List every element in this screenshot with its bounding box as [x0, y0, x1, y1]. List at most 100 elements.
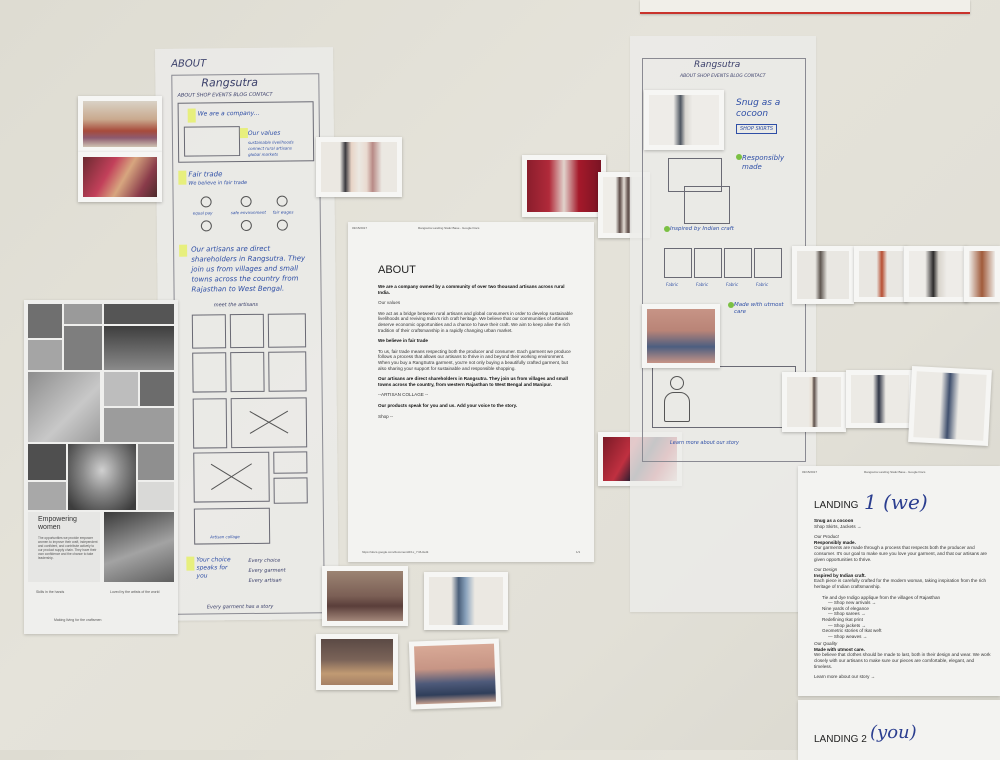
bw-photo: [28, 340, 62, 370]
landing-bullet-link[interactable]: — Shop weaves →: [828, 633, 868, 639]
icon-circle-4: [200, 220, 212, 232]
about-believe-note: We believe in fair trade: [188, 179, 248, 187]
collage-cell: [230, 351, 265, 393]
about-sketch-brand: Rangsutra: [201, 75, 259, 90]
about-fair-body: To us, fair trade means respecting both …: [378, 348, 571, 371]
landing-responsibly-note: Responsibly made: [742, 154, 785, 171]
collage-cell: [192, 398, 228, 449]
empowering-text-block: Empowering women The opportunities we pr…: [28, 512, 100, 582]
about-print-page: 1/1: [576, 550, 581, 554]
landing-responsibly: Responsibly made.: [814, 539, 856, 545]
about-values-head: Our values: [378, 300, 401, 306]
landing-line1: Snug as a cocoon: [814, 518, 854, 523]
about-fair-trade-note: Fair trade: [188, 170, 223, 179]
empowering-caption: Making living for the craftsmen: [54, 618, 102, 622]
photo-model-backpack: [644, 90, 724, 150]
landing-care-note: Made with utmost care: [734, 302, 784, 315]
bw-photo: [138, 444, 174, 480]
bw-photo-craft: [104, 512, 174, 582]
photo-blue-outfit: [424, 572, 508, 630]
landing-line2[interactable]: Shop Skirts, Jackets →: [814, 523, 862, 529]
icon-circle-5: [240, 219, 252, 232]
landing-bullet: Tie and dye Indigo applique from the vil…: [822, 594, 941, 600]
landing-sketch-nav: ABOUT SHOP EVENTS BLOG CONTACT: [680, 74, 766, 79]
fabric-box: [724, 248, 752, 278]
printout-about: 03/15/2017 Rangsutra Landing Static Base…: [348, 222, 594, 562]
photo-strip-4: [964, 246, 1000, 302]
photo-strip-7: [908, 365, 992, 447]
landing-quality-head: Our Quality: [814, 641, 838, 647]
landing-inspired-note: Inspired by Indian craft: [670, 226, 734, 232]
landing-img-box: [668, 158, 722, 192]
fabric-label: Fabric: [726, 282, 739, 287]
printout-landing-2: LANDING 2 (you): [798, 700, 1000, 760]
photo-seated-model: [642, 304, 720, 368]
landing2-handwritten: (you): [870, 722, 917, 743]
bw-photo-portrait: [68, 444, 136, 510]
photo-strip-1: [792, 246, 854, 304]
landing-bullet-link[interactable]: — Shop new arrivals →: [828, 600, 877, 606]
landing-sketch-brand: Rangsutra: [694, 60, 741, 70]
bw-photo: [28, 444, 66, 480]
icon-label: equal pay: [192, 210, 213, 216]
photo-strip-6: [846, 370, 914, 428]
about-print-url: https://docs.google.com/document/d/1x_Yr…: [362, 550, 429, 554]
landing-shop-button[interactable]: SHOP SKIRTS: [736, 124, 778, 134]
fabric-box: [694, 248, 722, 278]
about-placeholder-box: [183, 126, 241, 157]
landing-resp-body: Our garments are made through a process …: [814, 545, 987, 562]
landing-bullet: Redefining Ikat print: [822, 616, 863, 622]
empowering-quote-left: Skills in the hands: [36, 590, 65, 594]
photo-two-models: [316, 137, 402, 197]
about-we-are-note: We are a company...: [197, 109, 260, 118]
photo-women-artisans: [78, 96, 162, 152]
green-dot: [664, 226, 670, 232]
fabric-box: [754, 248, 782, 278]
figure-head: [670, 376, 684, 390]
highlight-mark: [239, 127, 248, 139]
empowering-quote-right: Loved by the artists of the world: [110, 590, 160, 594]
landing2-title: LANDING 2: [814, 734, 867, 745]
about-your-choice-note: Your choice speaks for you: [196, 556, 231, 580]
collage-cell: [268, 351, 307, 392]
photo-seated-artisan: [316, 634, 398, 690]
landing-bullet-link[interactable]: — Shop jackets →: [828, 622, 867, 628]
empowering-title: Empowering women: [38, 516, 77, 531]
icon-circle-1: [200, 196, 212, 208]
photo-strip-2: [854, 246, 908, 302]
icon-circle-2: [240, 195, 252, 208]
quote-box: [138, 482, 174, 510]
about-shop-link[interactable]: Shop --: [378, 413, 394, 419]
collage-cell: [191, 314, 227, 349]
fabric-label: Fabric: [756, 282, 769, 287]
highlight-mark: [186, 556, 195, 571]
bw-photo: [28, 304, 62, 338]
icon-circle-3: [276, 195, 288, 207]
icon-label: safe environment: [230, 209, 267, 216]
photo-group-wall: [322, 566, 408, 626]
landing-tagline: Snug as a cocoon: [736, 98, 781, 119]
about-bullet: Every choice: [248, 557, 281, 564]
about-meet-artisans: meet the artisans: [213, 301, 259, 309]
landing-bullet: Geometric stories of Ikat weft: [822, 628, 882, 634]
about-wireframe-sketch: ABOUT Rangsutra ABOUT SHOP EVENTS BLOG C…: [155, 47, 339, 621]
top-poster-edge: [640, 0, 970, 14]
about-print-date: 03/15/2017: [352, 226, 368, 230]
landing-handwritten: 1 (we): [864, 490, 928, 514]
about-products: Our products speak for you and us. Add y…: [378, 402, 518, 408]
landing-product-head: Our Product: [814, 534, 839, 540]
photo-embroidery-group: [78, 152, 162, 202]
about-values-item: global markets: [248, 151, 279, 157]
about-bullet: Every garment: [248, 567, 286, 574]
about-values-note: Our values: [247, 129, 281, 137]
icon-circle-6: [276, 219, 288, 231]
about-corner-label: ABOUT: [171, 58, 207, 70]
collage-cell: [192, 352, 227, 393]
landing-print-date: 03/15/2017: [802, 470, 818, 474]
about-values-item: sustainable livelihoods: [247, 139, 294, 145]
landing-bullet-link[interactable]: — Shop sarees →: [828, 611, 866, 617]
about-values-item: connect rural artisans: [248, 145, 292, 151]
photo-red-textile: [522, 155, 606, 217]
landing-learn-link[interactable]: Learn more about our story →: [814, 674, 876, 680]
